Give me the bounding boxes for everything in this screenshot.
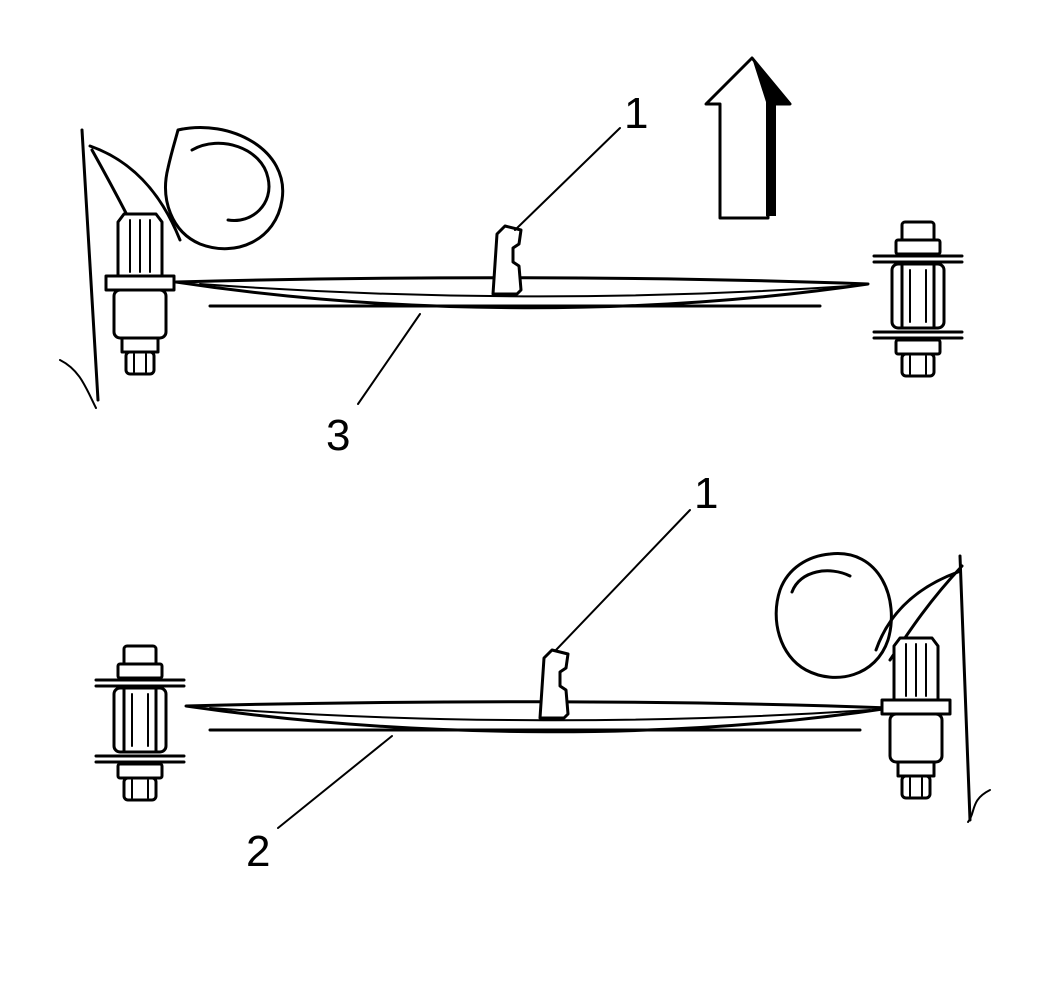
- top-tire: [164, 125, 285, 251]
- callout-1-top: 1: [624, 89, 648, 138]
- callout-3: 3: [326, 411, 350, 460]
- bottom-leaf-spring: [184, 700, 892, 734]
- top-assembly: 1 3: [59, 56, 964, 460]
- top-leaf-spring: [174, 276, 870, 310]
- top-right-shackle: [872, 220, 964, 378]
- top-left-frame-bracket: [104, 212, 176, 376]
- bottom-tire: [774, 552, 893, 679]
- callout-1-bottom: 1: [694, 469, 718, 518]
- bottom-left-shackle: [94, 644, 186, 802]
- bottom-assembly: 1 2: [94, 469, 991, 876]
- top-center-plate: [491, 224, 523, 296]
- bottom-center-plate: [538, 648, 570, 720]
- callout-2: 2: [246, 827, 270, 876]
- bottom-right-frame-bracket: [880, 636, 952, 800]
- up-arrow-icon: [704, 56, 792, 220]
